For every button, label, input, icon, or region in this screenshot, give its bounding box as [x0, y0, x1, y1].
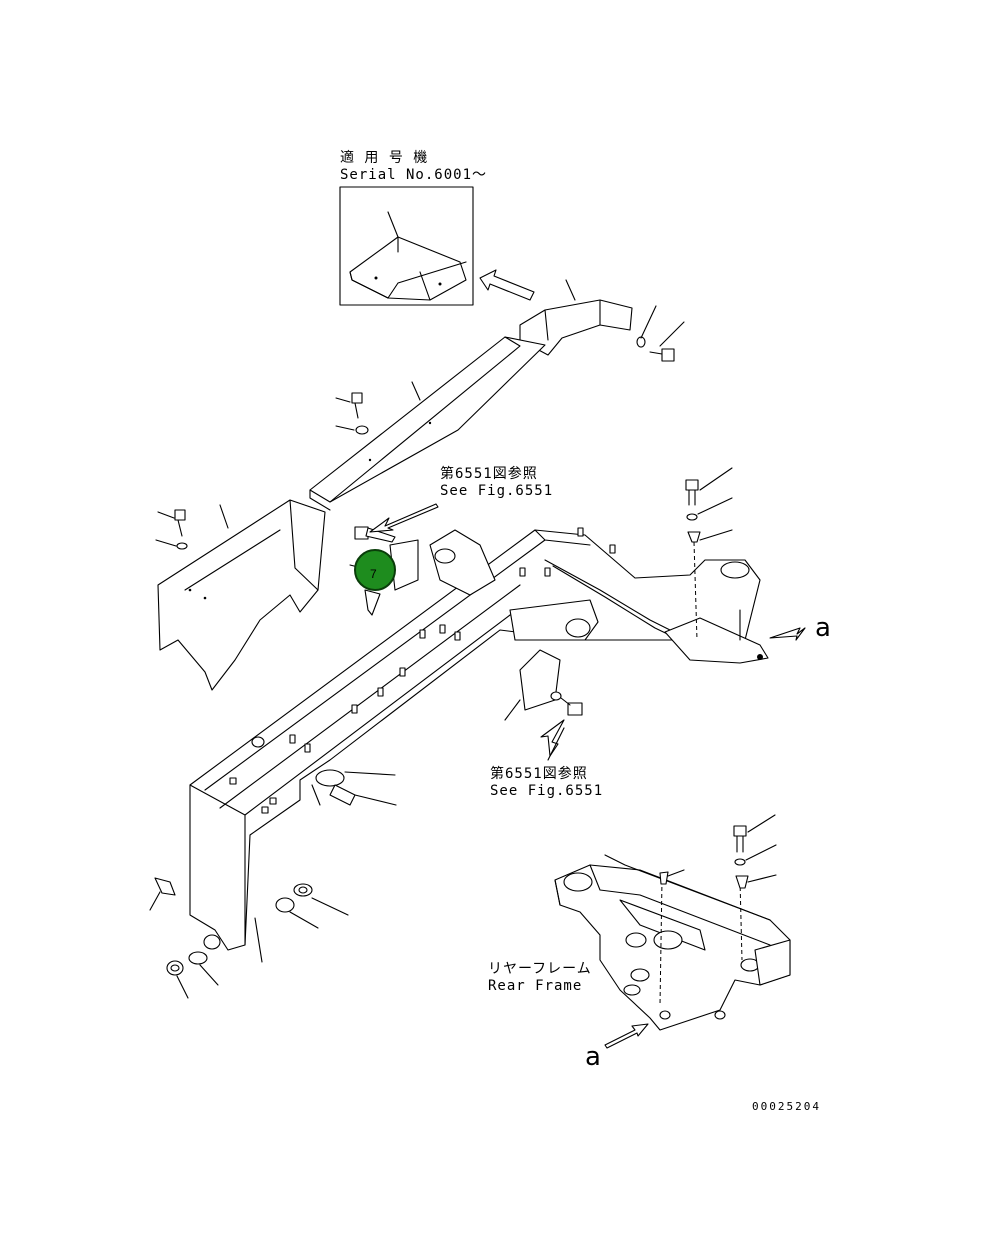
inset-arrow — [479, 269, 535, 301]
view-a-right: a — [769, 613, 831, 643]
top-bolt-left — [335, 392, 369, 435]
ref-note-1: 第6551図参照 See Fig.6551 — [369, 465, 553, 533]
top-bolt-right — [636, 305, 685, 362]
left-cover-bolt — [155, 509, 188, 550]
frame-studs — [229, 527, 616, 814]
frame-fittings — [251, 736, 397, 806]
mount-plate — [504, 649, 583, 757]
inset-frame — [339, 186, 474, 306]
left-side-cover — [157, 499, 326, 691]
right-bolt-stack — [685, 467, 733, 641]
drawing-number: 00025204 — [752, 1100, 821, 1113]
serial-label-en: Serial No.6001～ — [340, 167, 487, 183]
view-a-label-right: a — [815, 613, 831, 643]
rear-frame-label-en: Rear Frame — [488, 978, 582, 994]
view-a-label-bottom: a — [585, 1042, 601, 1072]
inset-cover-drawing — [349, 211, 467, 301]
ref2-label-jp: 第6551図参照 — [490, 765, 588, 782]
serial-label-jp: 適 用 号 機 — [340, 149, 428, 166]
ref1-label-en: See Fig.6551 — [440, 483, 553, 499]
main-frame — [189, 529, 769, 951]
grease-fitting — [149, 877, 176, 911]
rear-frame-label-jp: リヤーフレーム — [488, 961, 592, 977]
callout-circle[interactable] — [354, 549, 396, 591]
view-a-bottom: a — [585, 1023, 649, 1072]
lower-washers — [166, 883, 349, 999]
callout-number: 7 — [370, 567, 377, 581]
ref2-label-en: See Fig.6551 — [490, 783, 603, 799]
ref-note-2: 第6551図参照 See Fig.6551 — [490, 727, 603, 799]
ref1-label-jp: 第6551図参照 — [440, 465, 538, 482]
top-cover-long — [309, 336, 546, 511]
callout-marker[interactable]: 7 — [354, 549, 396, 591]
serial-inset: 適 用 号 機 Serial No.6001～ — [339, 149, 487, 306]
rear-frame-detail: リヤーフレーム Rear Frame — [488, 814, 791, 1031]
